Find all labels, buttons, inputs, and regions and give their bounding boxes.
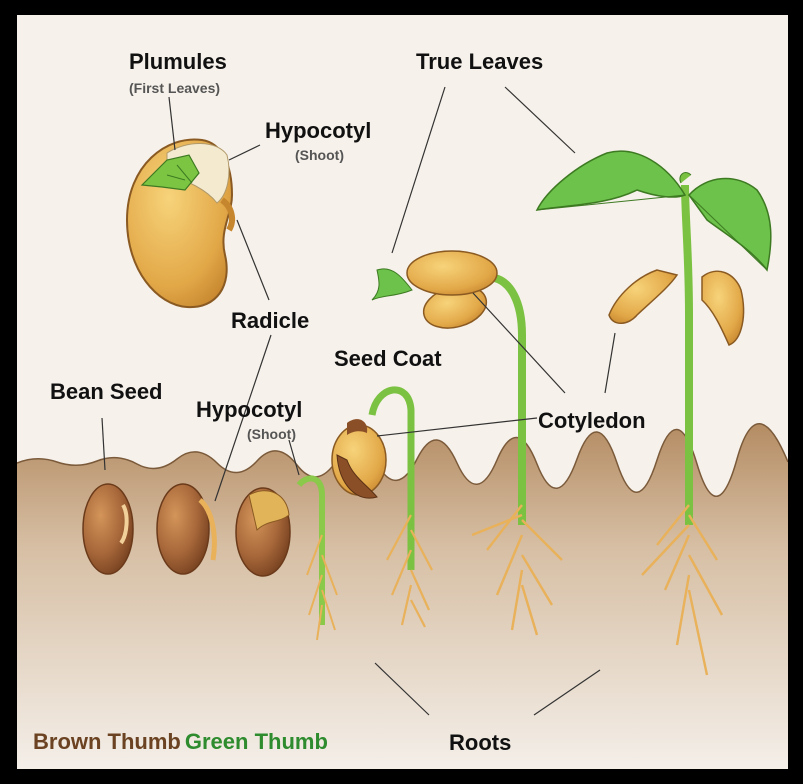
label-true-leaves: True Leaves <box>416 49 543 75</box>
label-roots: Roots <box>449 730 511 756</box>
label-seed-coat: Seed Coat <box>334 346 442 372</box>
label-cotyledon: Cotyledon <box>538 408 646 434</box>
label-hypocotyl-top: Hypocotyl <box>265 118 371 144</box>
stage-bean-seed <box>83 484 133 574</box>
label-hypocotyl-top-sub: (Shoot) <box>295 147 344 163</box>
brand-green-thumb: Green Thumb <box>185 729 328 754</box>
diagram-canvas: Plumules (First Leaves) Hypocotyl (Shoot… <box>17 15 788 769</box>
label-hypocotyl-bottom: Hypocotyl <box>196 397 302 423</box>
label-hypocotyl-bottom-sub: (Shoot) <box>247 426 296 442</box>
brand-brown-thumb: Brown Thumb <box>33 729 181 754</box>
label-plumules-sub: (First Leaves) <box>129 80 220 96</box>
brand-credit: Brown Thumb Green Thumb <box>33 729 328 755</box>
label-radicle: Radicle <box>231 308 309 334</box>
label-plumules: Plumules <box>129 49 227 75</box>
label-bean-seed: Bean Seed <box>50 379 163 405</box>
